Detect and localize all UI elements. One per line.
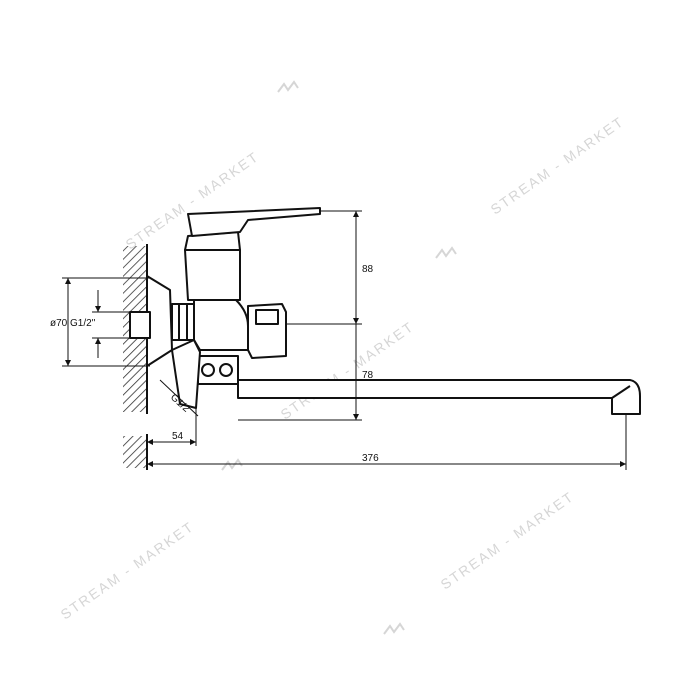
shower-outlet: [171, 339, 201, 409]
dim-body-height: 88: [362, 264, 374, 275]
dim-spout-length: 376: [362, 453, 379, 464]
lever-handle: [187, 207, 321, 237]
watermark-text: STREAM - MARKET: [488, 113, 628, 217]
watermark-text: STREAM - MARKET: [58, 518, 198, 622]
dim-wall-offset: 54: [172, 431, 184, 442]
eccentric-connector: [129, 311, 151, 339]
watermark-logo-icon: [277, 80, 299, 93]
valve-body: [193, 299, 249, 351]
watermark-text: STREAM - MARKET: [278, 318, 418, 422]
dim-inlet-spec: ø70 G1/2": [50, 318, 96, 329]
faucet-body: [129, 207, 641, 415]
watermark-text: STREAM - MARKET: [438, 488, 578, 592]
dimension-lines: [62, 210, 627, 470]
watermark-logo-icon: [221, 458, 243, 471]
cartridge-body: [184, 249, 241, 301]
spout: [237, 379, 641, 415]
watermark-logo-icon: [383, 622, 405, 635]
dim-spout-drop: 78: [362, 370, 374, 381]
watermark-logo-icon: [435, 246, 457, 259]
inlet-nut: [171, 303, 195, 341]
